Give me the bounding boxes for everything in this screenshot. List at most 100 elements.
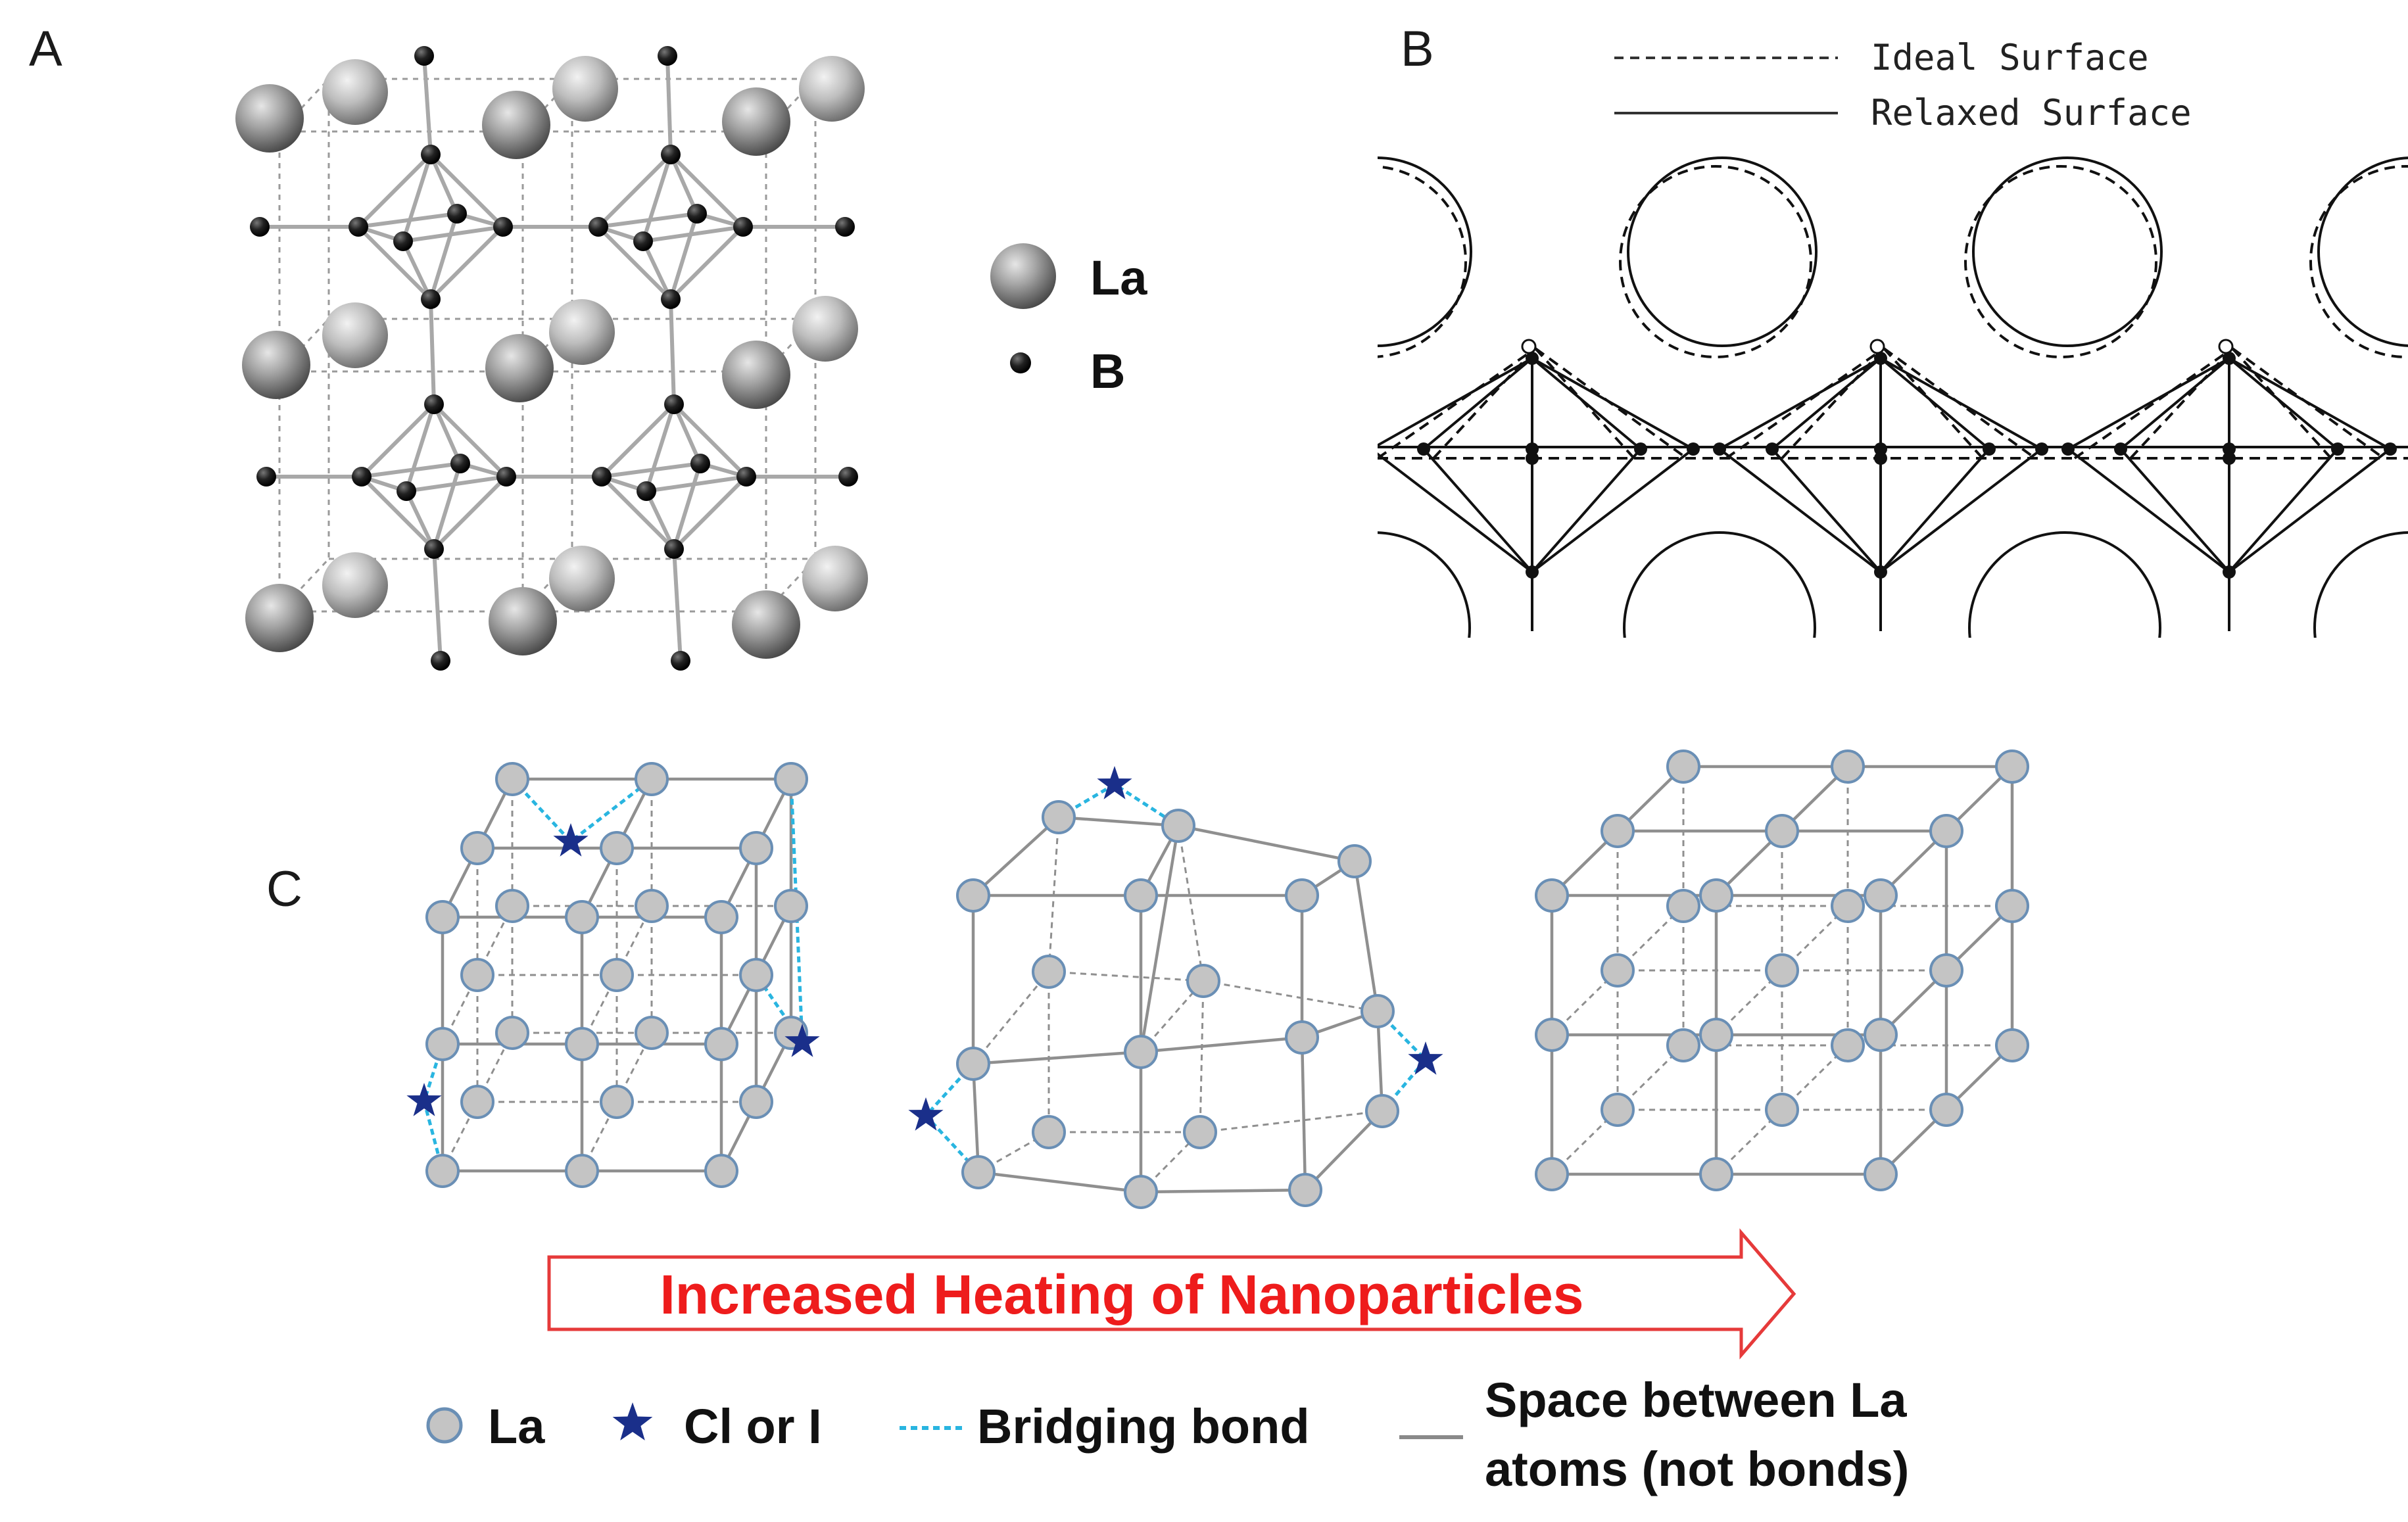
heating-arrow-text: Increased Heating of Nanoparticles bbox=[660, 1264, 1583, 1325]
la-node bbox=[1535, 1018, 1569, 1052]
panel-c-legend: La Cl or I Bridging bond Space between L… bbox=[426, 1373, 1909, 1496]
la-node bbox=[1124, 878, 1158, 913]
la-node bbox=[1124, 1175, 1158, 1209]
la-atom bbox=[552, 56, 618, 122]
relaxed-surface-atom bbox=[1627, 156, 1818, 347]
la-node bbox=[565, 1027, 599, 1061]
la-node bbox=[1864, 878, 1898, 913]
b-atom bbox=[1526, 352, 1539, 365]
b-atom bbox=[658, 46, 677, 66]
panel-b-legend: Ideal Surface Relaxed Surface bbox=[1614, 37, 2192, 133]
la-node bbox=[1124, 1035, 1158, 1069]
b-atom bbox=[250, 217, 270, 237]
bridging-bond bbox=[1376, 1010, 1428, 1112]
la-node bbox=[1929, 814, 1963, 848]
la-node bbox=[1288, 1173, 1322, 1207]
b-atom bbox=[450, 454, 470, 473]
la-node bbox=[1666, 749, 1700, 784]
b-atom bbox=[671, 651, 690, 671]
la-node bbox=[1995, 889, 2029, 923]
la-node bbox=[1161, 809, 1195, 843]
la-node bbox=[739, 958, 773, 992]
la-atom bbox=[722, 87, 790, 156]
la-node bbox=[704, 1027, 738, 1061]
subsurface-atom bbox=[1623, 531, 1816, 638]
b-atom bbox=[2114, 442, 2127, 456]
b-atom bbox=[2384, 442, 2397, 456]
la-atom bbox=[489, 587, 557, 655]
la-node bbox=[1666, 889, 1700, 923]
la-node bbox=[635, 889, 669, 923]
la-node bbox=[1365, 1094, 1399, 1128]
legend-c-la: La bbox=[488, 1399, 545, 1454]
b-atom bbox=[431, 651, 450, 671]
la-node bbox=[1831, 1028, 1865, 1062]
b-atom bbox=[1526, 452, 1539, 465]
ideal-surface-atom bbox=[1378, 165, 1467, 358]
la-node bbox=[1864, 1157, 1898, 1191]
legend-a-la: La bbox=[1090, 250, 1147, 305]
b-atom bbox=[393, 231, 413, 251]
la-node bbox=[460, 831, 494, 865]
subsurface-atom bbox=[1378, 531, 1471, 638]
halide-star bbox=[908, 1097, 944, 1131]
la-legend-circle bbox=[426, 1407, 463, 1444]
la-node bbox=[425, 1154, 460, 1188]
panel-b: B Ideal Surface Relaxed Surface bbox=[1378, 21, 2408, 638]
la-atom bbox=[482, 91, 550, 159]
la-node bbox=[1535, 1157, 1569, 1191]
la-node bbox=[1601, 1093, 1635, 1127]
b-atom bbox=[493, 217, 513, 237]
b-atom bbox=[447, 204, 467, 224]
la-atom bbox=[245, 584, 314, 652]
la-node bbox=[1995, 749, 2029, 784]
la-node bbox=[1831, 889, 1865, 923]
la-node bbox=[425, 1027, 460, 1061]
b-atom bbox=[1713, 442, 1726, 456]
la-node bbox=[774, 889, 808, 923]
la-atom bbox=[322, 59, 388, 125]
ideal-surface-atom bbox=[1964, 165, 2157, 358]
b-atom bbox=[664, 394, 684, 414]
b-atom bbox=[687, 204, 707, 224]
la-node bbox=[956, 1047, 990, 1081]
b-atom bbox=[592, 467, 612, 487]
b-atom bbox=[835, 217, 855, 237]
b-atom bbox=[1687, 442, 1700, 456]
la-node bbox=[425, 900, 460, 934]
b-atom bbox=[838, 467, 858, 487]
b-atom bbox=[690, 454, 710, 473]
halide-star bbox=[406, 1083, 442, 1116]
la-node bbox=[1601, 814, 1635, 848]
relaxed-surface-atom bbox=[2317, 156, 2408, 347]
la-node bbox=[600, 1085, 634, 1119]
legend-c-bridge: Bridging bond bbox=[977, 1399, 1310, 1454]
la-node bbox=[495, 1016, 529, 1050]
la-node bbox=[1929, 953, 1963, 987]
b-atom bbox=[2331, 442, 2344, 456]
b-atom bbox=[424, 539, 444, 559]
la-node bbox=[1864, 1018, 1898, 1052]
b-atom bbox=[664, 539, 684, 559]
panel-b-label: B bbox=[1401, 21, 1434, 77]
b-atom bbox=[633, 231, 653, 251]
la-atom bbox=[792, 296, 858, 362]
la-node bbox=[704, 1154, 738, 1188]
b-atom bbox=[733, 217, 753, 237]
b-atom bbox=[1874, 565, 1887, 579]
la-atom bbox=[799, 56, 865, 122]
b-atom bbox=[414, 46, 434, 66]
la-node bbox=[1765, 953, 1799, 987]
panel-c-label: C bbox=[266, 861, 302, 917]
la-node bbox=[1666, 1028, 1700, 1062]
la-b6-crystal-structure bbox=[235, 46, 868, 671]
b-atom bbox=[397, 481, 416, 501]
star-legend-icon bbox=[612, 1402, 653, 1440]
la-node bbox=[495, 762, 529, 796]
heating-arrow: Increased Heating of Nanoparticles bbox=[547, 1228, 1796, 1360]
b-atom bbox=[256, 467, 276, 487]
panel-a-label: A bbox=[29, 21, 62, 77]
b-atom bbox=[2223, 452, 2236, 465]
b-atom bbox=[2223, 352, 2236, 365]
